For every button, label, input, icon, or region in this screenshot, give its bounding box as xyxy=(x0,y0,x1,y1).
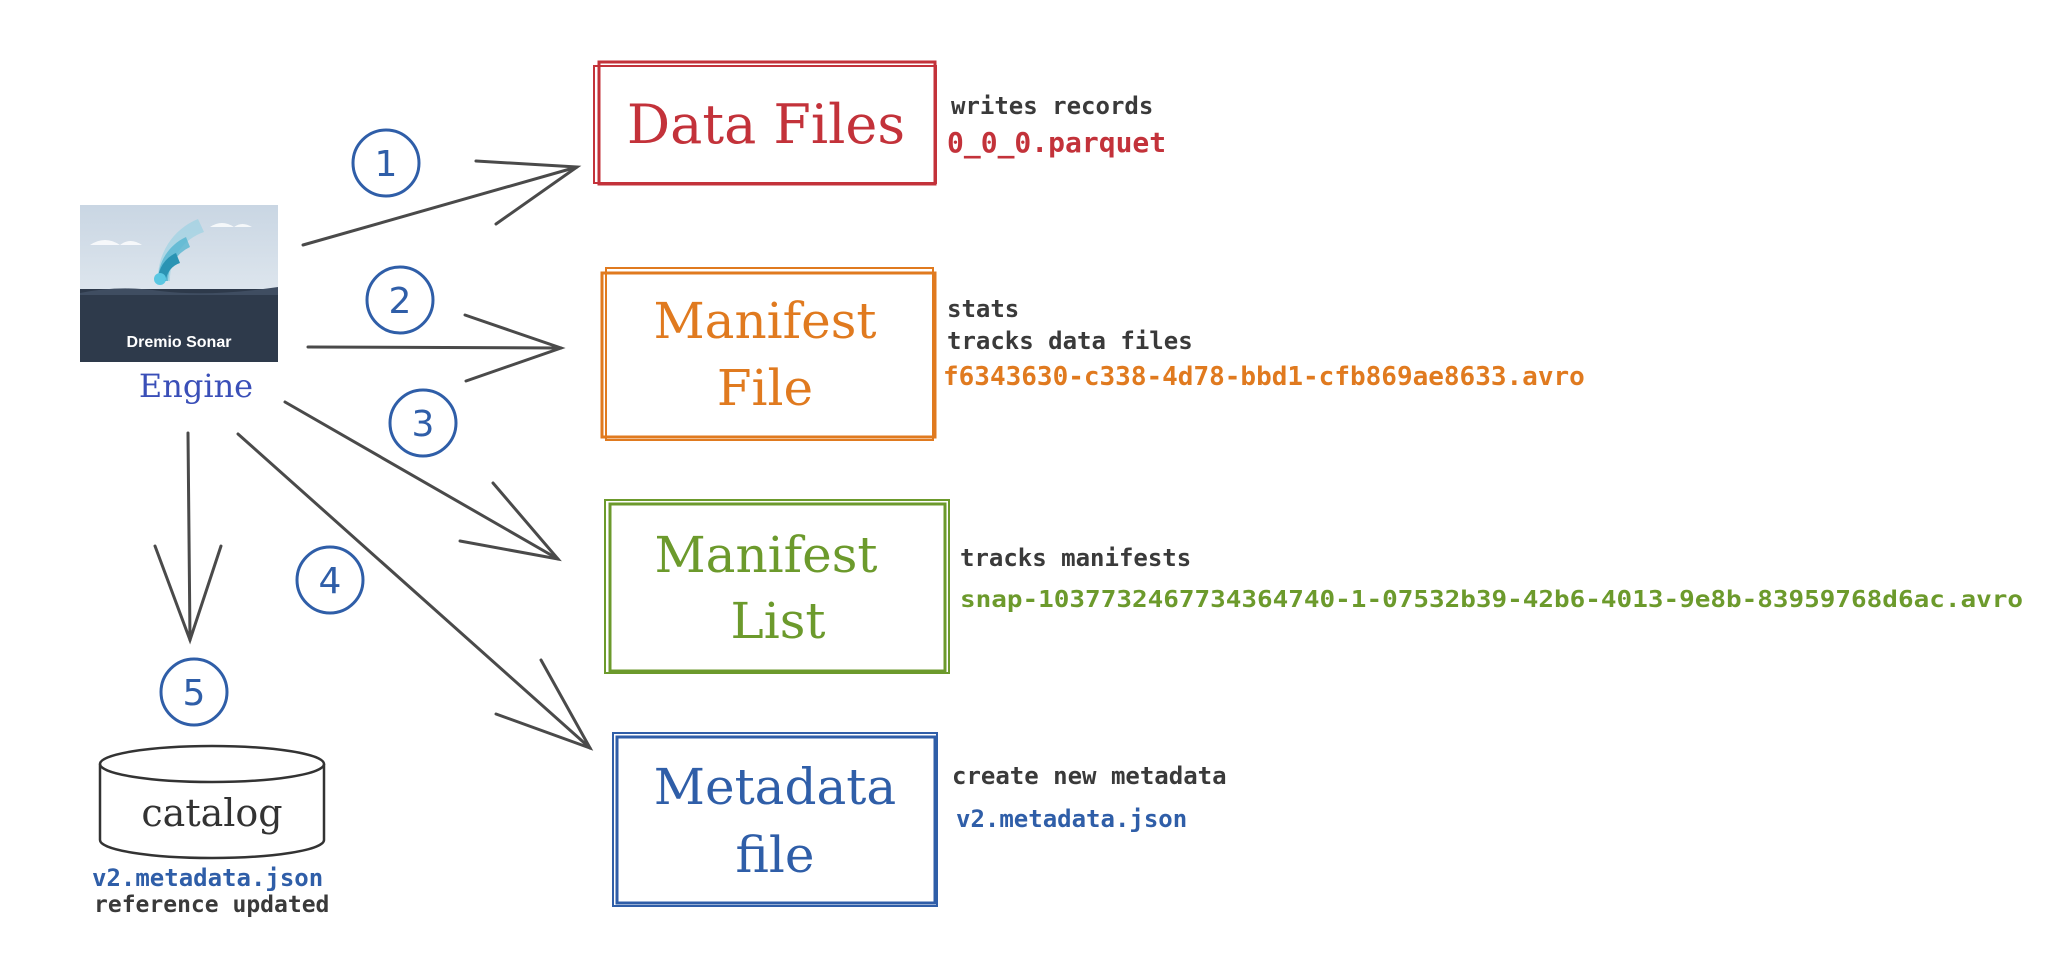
manifest-file-filename: f6343630-c338-4d78-bbd1-cfb869ae8633.avr… xyxy=(943,362,1585,392)
data-files-title: Data Files xyxy=(627,93,905,156)
manifest-file-title-line2: File xyxy=(717,359,813,417)
step-1-number: 1 xyxy=(375,144,398,185)
manifest-list-box: Manifest List xyxy=(604,499,950,674)
catalog-filename: v2.metadata.json xyxy=(92,864,323,892)
arrow-to-manifest-list xyxy=(283,400,562,562)
manifest-list-title-line1: Manifest xyxy=(654,526,877,584)
step-2-number: 2 xyxy=(389,281,412,322)
engine-label: Engine xyxy=(139,367,253,405)
data-files-box: Data Files xyxy=(593,60,937,186)
step-circles: 1 2 3 4 5 xyxy=(159,128,458,727)
manifest-list-filename: snap-1037732467734364740-1-07532b39-42b6… xyxy=(960,587,2023,613)
catalog-caption: reference updated xyxy=(94,892,329,918)
data-files-filename: 0_0_0.parquet xyxy=(947,126,1166,159)
metadata-file-filename: v2.metadata.json xyxy=(956,805,1187,833)
arrow-to-data-files xyxy=(301,159,582,247)
arrows xyxy=(153,159,594,751)
manifest-list-title-line2: List xyxy=(731,592,826,650)
manifest-file-note-tracks: tracks data files xyxy=(947,327,1193,355)
step-4-number: 4 xyxy=(319,561,342,602)
manifest-file-title-line1: Manifest xyxy=(653,292,876,350)
dremio-sonar-logo: Dremio Sonar xyxy=(80,205,278,362)
arrow-to-manifest-file xyxy=(306,313,566,383)
sonar-logo-art xyxy=(80,205,278,362)
arrow-to-catalog xyxy=(153,431,223,645)
metadata-file-note: create new metadata xyxy=(952,762,1227,790)
manifest-list-note: tracks manifests xyxy=(960,544,1191,572)
annotations: writes records 0_0_0.parquet stats track… xyxy=(943,92,2023,833)
manifest-file-note-stats: stats xyxy=(947,295,1019,323)
manifest-file-box: Manifest File xyxy=(600,267,937,441)
metadata-file-title-line2: file xyxy=(736,826,815,884)
metadata-file-title-line1: Metadata xyxy=(654,758,896,816)
step-3-badge: 3 xyxy=(388,388,458,458)
catalog-cylinder: catalog xyxy=(98,744,326,860)
logo-text: Dremio Sonar xyxy=(126,334,232,351)
catalog-label: catalog xyxy=(141,791,282,835)
step-5-badge: 5 xyxy=(159,657,229,727)
step-1-badge: 1 xyxy=(351,128,421,198)
step-5-number: 5 xyxy=(183,673,206,714)
step-4-badge: 4 xyxy=(295,545,365,615)
data-files-note: writes records xyxy=(951,92,1153,120)
metadata-file-box: Metadata file xyxy=(612,732,938,907)
step-3-number: 3 xyxy=(412,404,435,445)
arrow-to-metadata-file xyxy=(236,432,594,751)
step-2-badge: 2 xyxy=(365,265,435,335)
